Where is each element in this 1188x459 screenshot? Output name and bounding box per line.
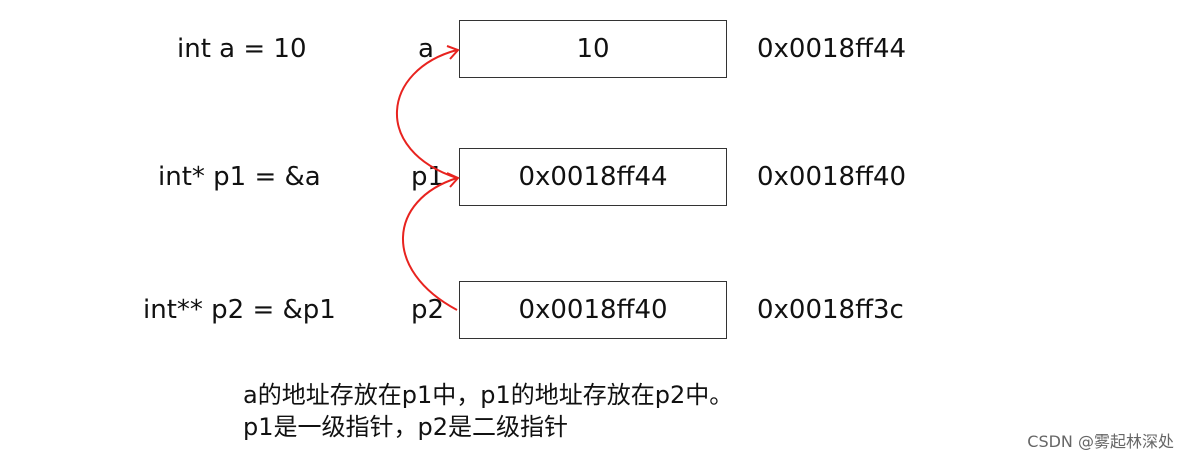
note-line-1: a的地址存放在p1中，p1的地址存放在p2中。 [243, 381, 734, 409]
address-p1: 0x0018ff40 [757, 162, 907, 192]
address-a: 0x0018ff44 [757, 34, 907, 64]
declaration-p1: int* p1 = &a [158, 162, 321, 192]
var-label-p2: p2 [411, 295, 445, 325]
address-p2: 0x0018ff3c [757, 295, 904, 325]
note-line-2: p1是一级指针，p2是二级指针 [243, 413, 569, 441]
declaration-p2: int** p2 = &p1 [143, 295, 336, 325]
memory-cell-p2-value: 0x0018ff40 [518, 295, 668, 325]
var-label-a: a [418, 34, 434, 64]
memory-cell-a: 10 [459, 20, 727, 78]
arrow-p2-to-p1 [402, 177, 458, 311]
watermark: CSDN @雾起林深处 [1027, 432, 1174, 451]
arrowhead-p1 [446, 172, 460, 188]
var-label-p1: p1 [411, 162, 445, 192]
memory-cell-p2: 0x0018ff40 [459, 281, 727, 339]
declaration-a: int a = 10 [177, 34, 307, 64]
memory-cell-p1-value: 0x0018ff44 [518, 162, 668, 192]
memory-cell-a-value: 10 [576, 34, 610, 64]
arrow-p1-to-a [396, 49, 458, 179]
memory-cell-p1: 0x0018ff44 [459, 148, 727, 206]
arrowhead-a [446, 45, 460, 60]
